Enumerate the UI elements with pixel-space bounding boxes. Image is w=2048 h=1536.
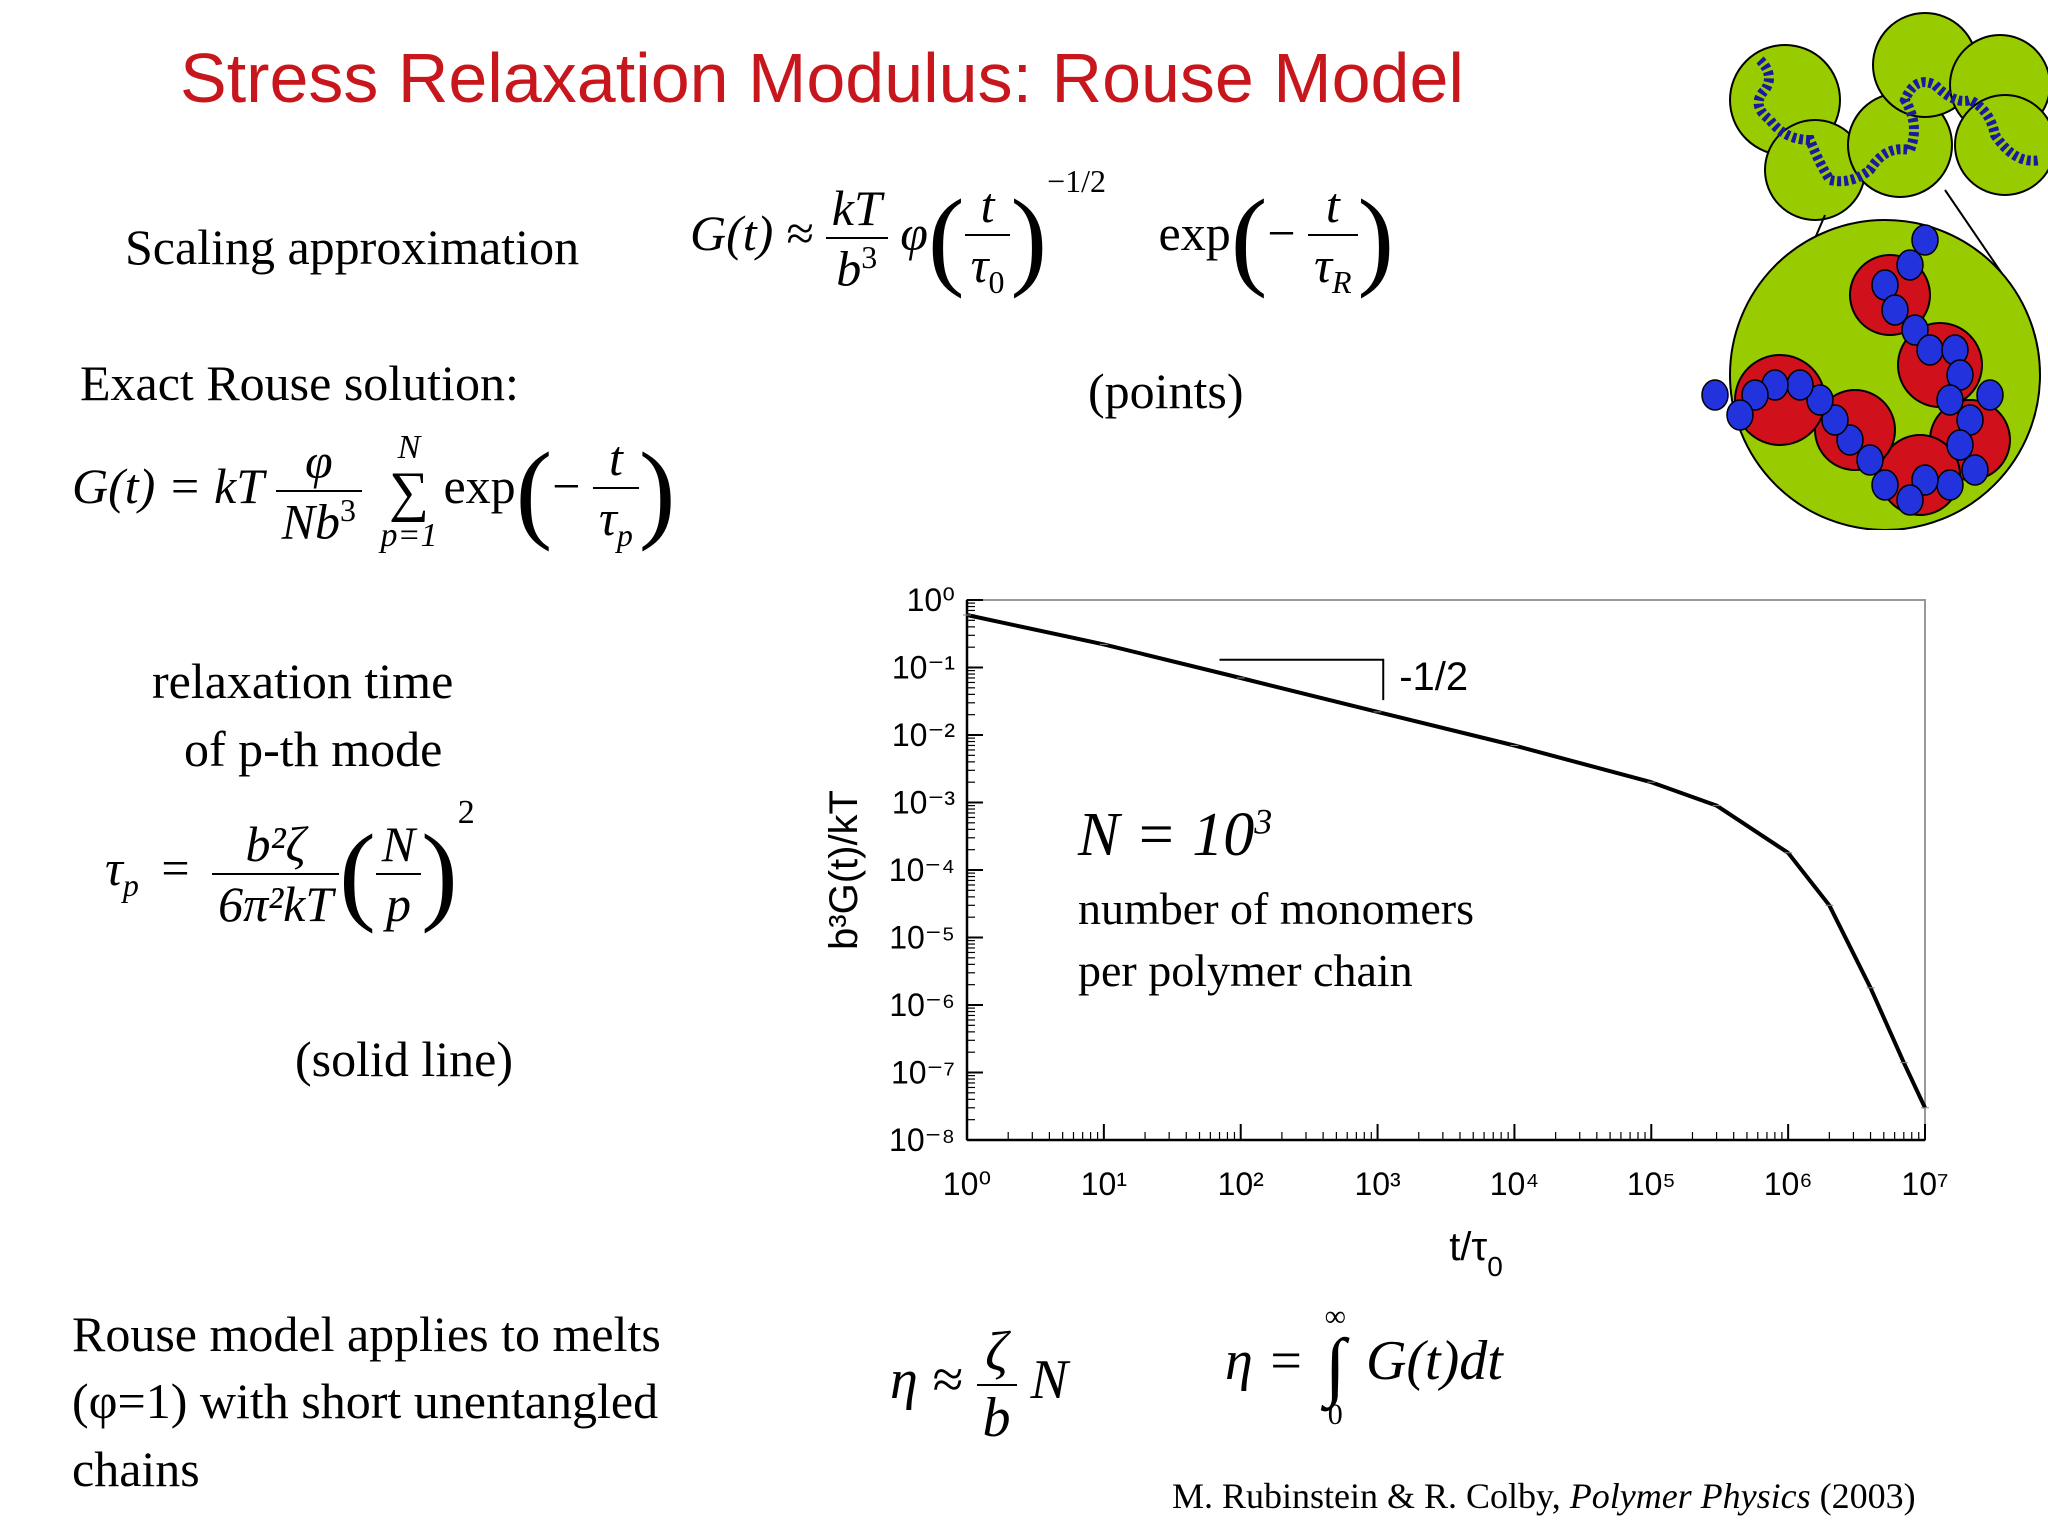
eta2-lhs: η =	[1225, 1329, 1305, 1392]
exact-num: φ	[275, 432, 362, 493]
relaxation-chart: 10⁰ 10⁻¹ 10⁻² 10⁻³ 10⁻⁴ 10⁻⁵ 10⁻⁶ 10⁻⁷ 10⁻⁸ 10⁰ 10…	[822, 582, 1949, 1282]
y-tick-label: 10⁰	[907, 582, 955, 618]
x-tick-label: 10⁷	[1901, 1166, 1948, 1202]
scaling-lhs: G(t) ≈	[690, 204, 814, 261]
eta1-lhs: η ≈	[890, 1348, 963, 1411]
scaling-tauR-sub: R	[1332, 264, 1352, 300]
x-tick-label: 10⁵	[1627, 1166, 1676, 1202]
x-tick-label: 10³	[1354, 1166, 1401, 1202]
ref-book: Polymer Physics	[1569, 1476, 1811, 1516]
scaling-phi: φ	[900, 204, 928, 261]
scaling-tau0: τ	[970, 237, 989, 293]
x-axis-label-sub: 0	[1487, 1251, 1503, 1282]
polymer-illustration	[1701, 12, 2048, 530]
eta1-num: ζ	[976, 1320, 1017, 1386]
ref-authors: M. Rubinstein & R. Colby,	[1172, 1476, 1570, 1516]
y-tick-label: 10⁻⁶	[889, 987, 955, 1023]
scaling-note: (points)	[1088, 363, 1244, 419]
exact-den-sup: 3	[340, 492, 356, 529]
y-tick-label: 10⁻⁷	[891, 1055, 955, 1091]
eta2-rhs: G(t)dt	[1365, 1329, 1503, 1392]
exact-label: Exact Rouse solution:	[80, 355, 519, 411]
scaling-exponent: −1/2	[1047, 163, 1107, 200]
footer-line2: (φ=1) with short unentangled	[72, 1373, 659, 1429]
relax-note: (solid line)	[295, 1031, 514, 1087]
annotation-N-text: N = 10	[1078, 801, 1255, 869]
x-axis-label: t/τ0	[1449, 1225, 1503, 1282]
relax-line1: relaxation time	[152, 653, 454, 709]
eta2-int: ∫	[1324, 1324, 1346, 1408]
x-tick-label: 10¹	[1081, 1166, 1127, 1202]
annotation-line1: number of monomers	[1078, 883, 1475, 934]
relax-sup: 2	[457, 794, 475, 832]
relax-p: p	[385, 875, 411, 932]
relax-lhs-sub: p	[122, 866, 139, 903]
exact-den: Nb	[281, 493, 340, 550]
relax-num: b²ζ	[212, 815, 340, 875]
exact-exp: exp	[443, 457, 516, 514]
slope-triangle	[1219, 658, 1385, 701]
relax-lhs: τ	[105, 839, 123, 896]
eta1-rhs: N	[1030, 1348, 1068, 1411]
slide-title: Stress Relaxation Modulus: Rouse Model	[180, 39, 1464, 117]
exact-sum-bottom: p=1	[380, 516, 438, 554]
x-tick-label: 10⁴	[1490, 1166, 1539, 1202]
exact-sum-top: N	[397, 428, 421, 466]
exact-taup: τ	[599, 490, 617, 546]
y-axis-label: b³G(t)/kT	[822, 790, 866, 950]
x-tick-label: 10²	[1218, 1166, 1265, 1202]
scaling-tauR: τ	[1314, 237, 1332, 293]
relax-N: N	[375, 815, 422, 875]
blob-chain	[1729, 12, 2048, 221]
exact-minus: −	[552, 457, 581, 514]
slope-label: -1/2	[1399, 655, 1468, 699]
scaling-minus: −	[1267, 204, 1296, 261]
annotation-line2: per polymer chain	[1078, 945, 1413, 996]
relax-line2: of p-th mode	[184, 721, 443, 777]
y-tick-label: 10⁻⁵	[889, 920, 955, 956]
y-tick-label: 10⁻³	[892, 785, 955, 821]
y-tick-label: 10⁻⁴	[889, 852, 955, 888]
scaling-label: Scaling approximation	[125, 219, 580, 275]
exact-t: t	[593, 429, 639, 489]
x-tick-label: 10⁶	[1764, 1166, 1813, 1202]
relax-den: 6π²kT	[218, 875, 334, 932]
scaling-t2: t	[1308, 176, 1358, 236]
scaling-den: b	[836, 240, 862, 297]
rouse-curve	[966, 613, 1927, 1109]
eta2-bottom: 0	[1327, 1398, 1343, 1431]
y-tick-label: 10⁻¹	[892, 650, 955, 686]
y-tick-label: 10⁻⁸	[889, 1122, 955, 1158]
ref-year: (2003)	[1810, 1476, 1916, 1516]
footer-line1: Rouse model applies to melts	[72, 1306, 661, 1362]
scaling-num: kT	[825, 179, 888, 240]
scaling-t1: t	[964, 176, 1011, 236]
exact-taup-sub: p	[616, 517, 633, 553]
eta1-den: b	[982, 1387, 1011, 1449]
scaling-tau0-sub: 0	[988, 264, 1005, 300]
zoomed-blob	[1701, 219, 2041, 530]
reference: M. Rubinstein & R. Colby, Polymer Physic…	[1172, 1475, 1916, 1517]
eta-integral: η = ∞∫0 G(t)dt	[1225, 1300, 1503, 1432]
footer-line3: chains	[72, 1441, 200, 1497]
eta2-top: ∞	[1324, 1300, 1346, 1333]
scaling-exp: exp	[1158, 204, 1231, 261]
y-tick-label: 10⁻²	[892, 717, 955, 753]
exact-lhs: G(t) = kT	[72, 457, 264, 514]
annotation-N-sup: 3	[1254, 801, 1273, 842]
chart-annotation-N: N = 103	[1078, 800, 1272, 871]
relax-eq: =	[161, 839, 190, 896]
x-tick-label: 10⁰	[943, 1166, 991, 1202]
exact-sum: ∑	[389, 460, 429, 523]
scaling-den-sup: 3	[861, 239, 878, 276]
